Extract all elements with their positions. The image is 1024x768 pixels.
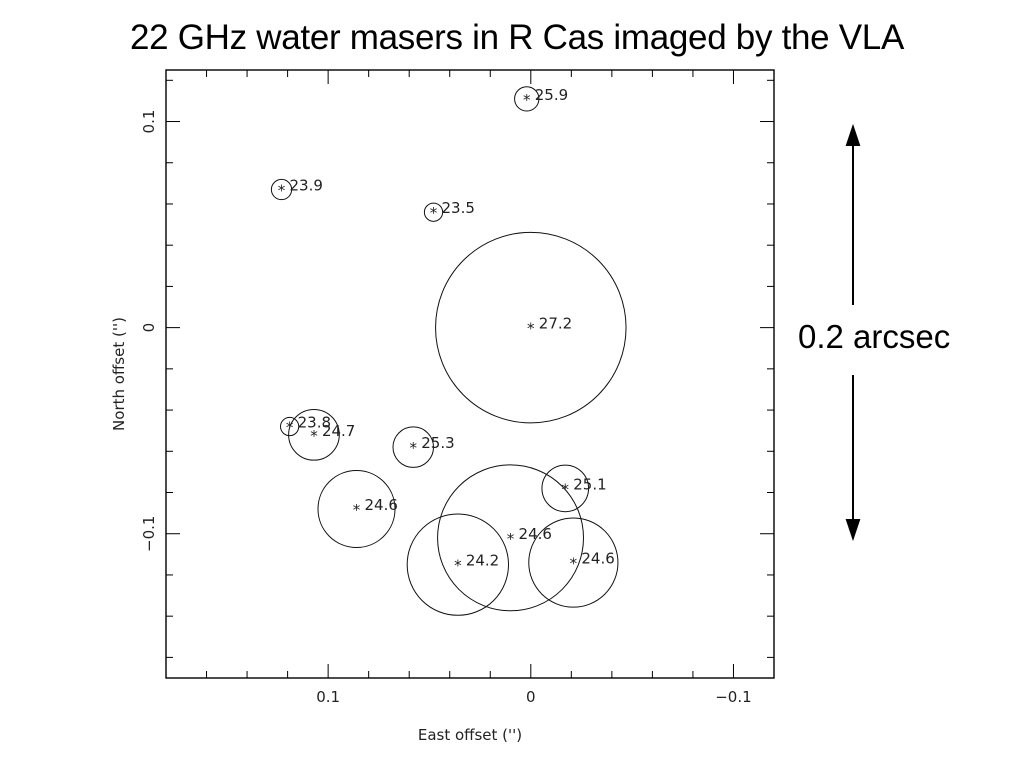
maser-circle bbox=[423, 202, 444, 222]
maser-marker: * bbox=[430, 204, 438, 222]
maser-velocity-label: 24.6 bbox=[519, 525, 552, 543]
maser-circle bbox=[541, 464, 590, 513]
maser-circle bbox=[288, 408, 340, 461]
maser-velocity-label: 24.2 bbox=[466, 552, 499, 570]
maser-circle bbox=[317, 469, 396, 549]
tick-labels: 0.1 0 −0.1 0.1 0 −0.1 bbox=[140, 110, 752, 706]
maser-velocity-label: 23.5 bbox=[442, 199, 475, 217]
maser-circle bbox=[392, 426, 435, 468]
scale-bar-label: 0.2 arcsec bbox=[798, 318, 951, 355]
tick-marks bbox=[165, 70, 775, 678]
maser-marker: * bbox=[353, 501, 361, 519]
maser-marker: * bbox=[570, 555, 578, 573]
slide-title: 22 GHz water masers in R Cas imaged by t… bbox=[129, 18, 905, 57]
x-axis-label: East offset ('') bbox=[418, 726, 522, 744]
maser-circle bbox=[270, 178, 293, 201]
maser-velocity-label: 27.2 bbox=[539, 315, 572, 333]
x-tick-label: 0 bbox=[526, 688, 536, 706]
maser-velocity-label: 23.8 bbox=[298, 414, 331, 432]
x-tick-label: 0.1 bbox=[316, 688, 340, 706]
y-axis-label: North offset ('') bbox=[110, 317, 128, 431]
maser-circles bbox=[270, 86, 627, 616]
maser-circle bbox=[435, 231, 627, 424]
maser-marker: * bbox=[286, 419, 294, 437]
maser-marker: * bbox=[278, 182, 286, 200]
y-tick-label: 0 bbox=[140, 323, 158, 333]
maser-circle bbox=[406, 513, 510, 616]
maser-velocity-label: 24.6 bbox=[365, 496, 398, 514]
plot-frame bbox=[165, 69, 775, 679]
maser-velocity-label: 23.9 bbox=[290, 177, 323, 195]
maser-labels: 25.9 23.9 23.5 27.2 23.824.7 25.3 25.1 24.6 24.6… bbox=[290, 86, 615, 570]
maser-velocity-label: 24.6 bbox=[581, 550, 614, 568]
maser-velocity-label: 25.9 bbox=[535, 86, 568, 104]
maser-markers: * * * * * * * * * * * * bbox=[278, 91, 578, 575]
maser-marker: * bbox=[527, 320, 535, 338]
maser-circle bbox=[280, 416, 300, 437]
x-tick-label: −0.1 bbox=[715, 688, 751, 706]
maser-circle bbox=[528, 517, 619, 608]
maser-circle bbox=[437, 464, 584, 612]
y-tick-label: −0.1 bbox=[140, 516, 158, 552]
maser-velocity-label: 25.1 bbox=[573, 475, 606, 493]
maser-marker: * bbox=[562, 480, 570, 498]
maser-marker: * bbox=[523, 91, 531, 109]
y-tick-label: 0.1 bbox=[140, 110, 158, 134]
scale-arrow-top-head bbox=[845, 123, 861, 146]
maser-circle bbox=[514, 86, 540, 112]
maser-velocity-label: 25.3 bbox=[421, 434, 454, 452]
maser-marker: * bbox=[410, 439, 418, 457]
scale-arrow bbox=[845, 123, 861, 542]
maser-marker: * bbox=[507, 530, 515, 548]
maser-marker: * bbox=[454, 557, 462, 575]
maser-velocity-label: 24.7 bbox=[322, 422, 355, 440]
maser-marker: * bbox=[310, 427, 318, 445]
scale-arrow-bottom-head bbox=[845, 519, 861, 542]
